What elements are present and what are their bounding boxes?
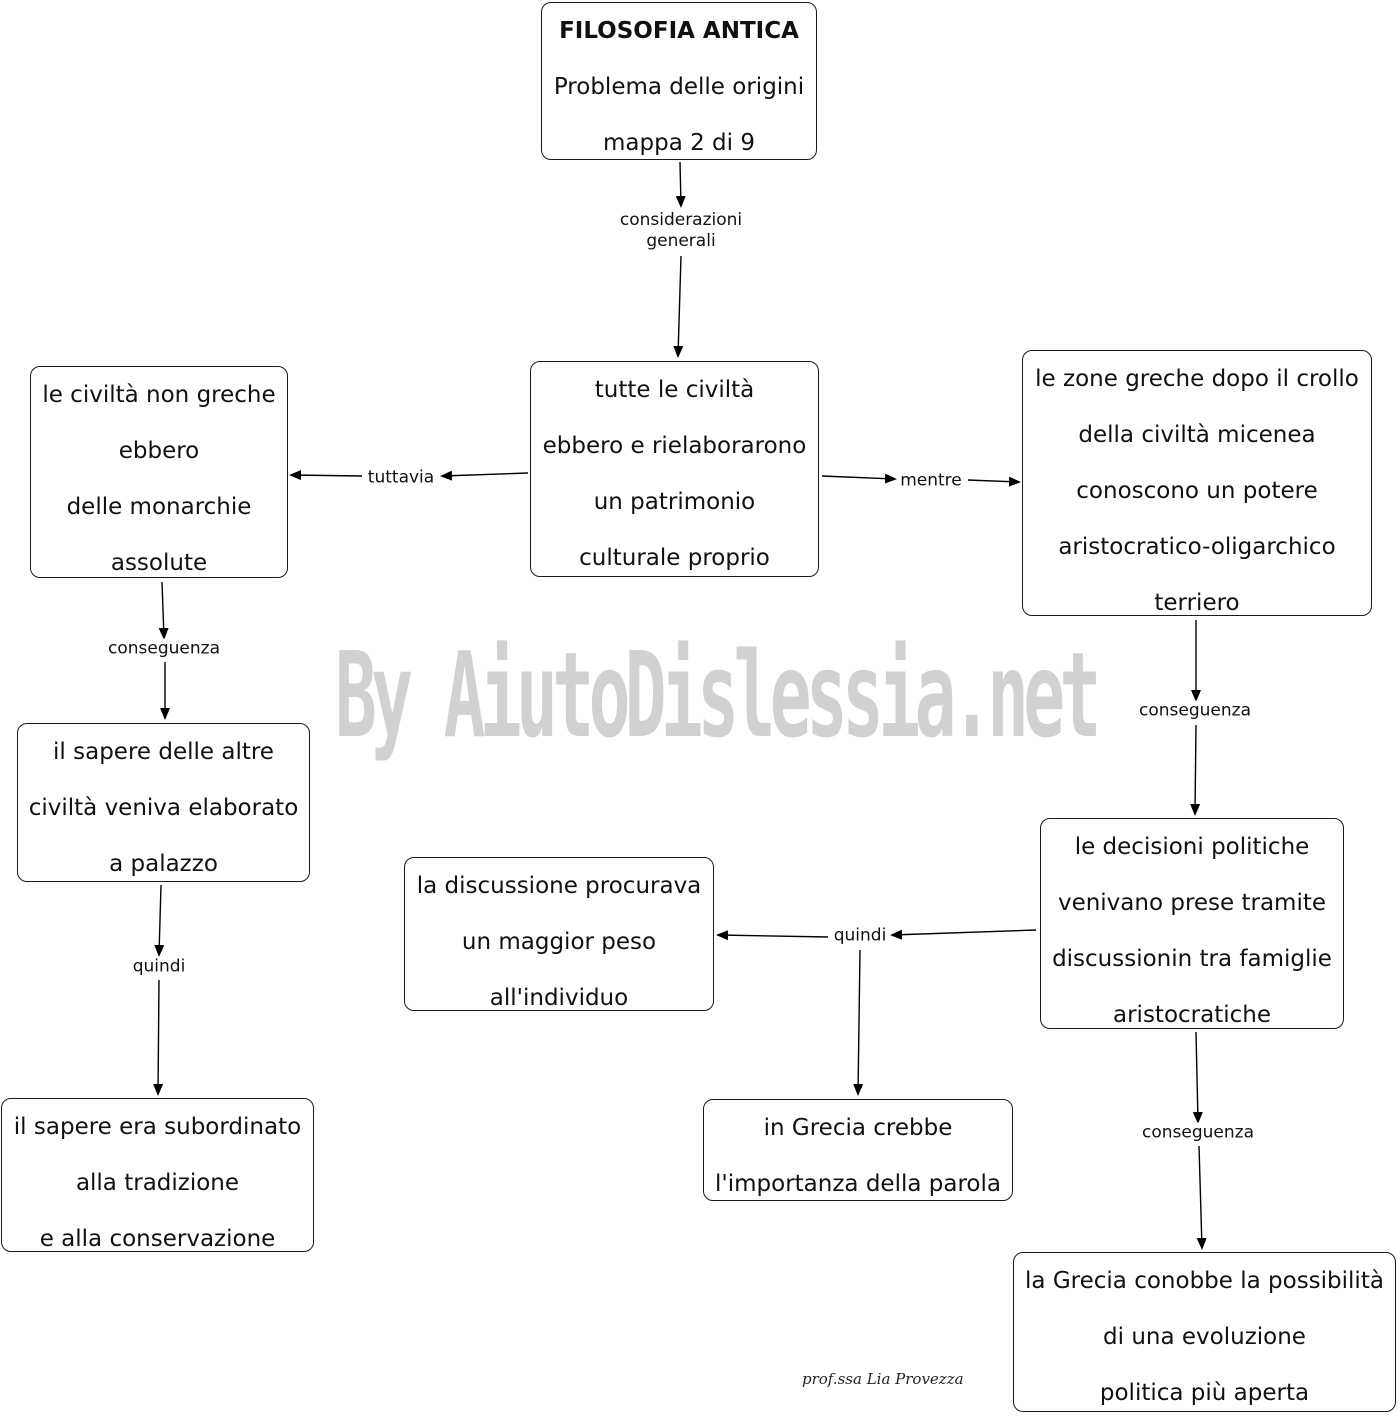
node-line: alla tradizione: [75, 1170, 240, 1196]
edge-label-to-tutte: [673, 255, 684, 358]
edge-tuttavia-to-nongreche: [289, 470, 363, 481]
node-line: venivano prese tramite: [1057, 890, 1327, 916]
node-line: di una evoluzione: [1103, 1324, 1306, 1350]
edge-quindi-to-discussione: [716, 930, 829, 941]
edge-label-conseguenza-left: conseguenza: [108, 638, 220, 660]
edge-quindi-to-parola: [853, 949, 864, 1096]
edge-label-considerazioni: considerazioni generali: [619, 210, 743, 252]
edge-label-line: considerazioni: [619, 210, 743, 230]
node-line: un patrimonio: [593, 489, 756, 515]
node-title-line: mappa 2 di 9: [603, 130, 755, 156]
node-line: discussionin tra famiglie: [1052, 946, 1332, 972]
node-zone-greche: le zone greche dopo il crollo della civi…: [1022, 350, 1372, 616]
node-line: il sapere era subordinato: [13, 1114, 302, 1140]
edge-label-line: conseguenza: [108, 638, 220, 659]
node-line: ebbero: [118, 438, 200, 464]
node-line: culturale proprio: [579, 545, 770, 571]
edge-quindi-to-subordinato: [153, 979, 164, 1096]
edge-label-quindi-center: quindi: [833, 925, 887, 947]
node-title: FILOSOFIA ANTICA Problema delle origini …: [541, 2, 817, 160]
author-signature: prof.ssa Lia Provezza: [802, 1370, 964, 1388]
node-line: la Grecia conobbe la possibilità: [1025, 1268, 1384, 1294]
node-line: il sapere delle altre: [53, 739, 274, 765]
node-sapere-altre-civilta: il sapere delle altre civiltà veniva ela…: [17, 723, 310, 882]
node-line: ebbero e rielaborarono: [542, 433, 807, 459]
node-line: un maggior peso: [461, 929, 657, 955]
node-line: la discussione procurava: [416, 873, 702, 899]
node-line: assolute: [110, 550, 208, 576]
edge-label-line: quindi: [132, 956, 186, 977]
node-title-line: FILOSOFIA ANTICA: [559, 18, 799, 44]
node-line: tutte le civiltà: [594, 377, 755, 403]
edge-label-conseguenza-bottom: conseguenza: [1142, 1122, 1254, 1144]
edge-label-mentre: mentre: [900, 470, 962, 492]
node-line: le civiltà non greche: [42, 382, 276, 408]
edge-mentre-to-zone: [967, 476, 1021, 487]
node-decisioni-politiche: le decisioni politiche venivano prese tr…: [1040, 818, 1344, 1029]
edge-label-line: mentre: [900, 470, 962, 491]
edge-tutte-to-tuttavia: [440, 470, 529, 481]
node-tutte-le-civilta: tutte le civiltà ebbero e rielaborarono …: [530, 361, 819, 577]
node-civilta-non-greche: le civiltà non greche ebbero delle monar…: [30, 366, 288, 578]
node-line: aristocratiche: [1113, 1002, 1271, 1028]
node-line: le decisioni politiche: [1074, 834, 1310, 860]
node-discussione: la discussione procurava un maggior peso…: [404, 857, 714, 1011]
node-sapere-subordinato: il sapere era subordinato alla tradizion…: [1, 1098, 314, 1252]
edge-nongreche-to-conseguenza: [158, 581, 169, 640]
node-line: conoscono un potere: [1076, 478, 1318, 504]
node-line: delle monarchie: [66, 494, 252, 520]
edge-label-line: tuttavia: [367, 467, 435, 488]
edge-label-tuttavia: tuttavia: [367, 467, 435, 489]
node-line: della civiltà micenea: [1078, 422, 1316, 448]
edge-tutte-to-mentre: [821, 473, 897, 484]
node-line: in Grecia crebbe: [763, 1115, 953, 1141]
node-line: l'importanza della parola: [715, 1171, 1001, 1197]
edge-decisioni-to-conseguenza: [1192, 1031, 1203, 1124]
edge-label-conseguenza-right: conseguenza: [1139, 700, 1251, 722]
edge-label-line: quindi: [833, 925, 887, 946]
node-title-line: Problema delle origini: [553, 74, 805, 100]
edge-title-to-label: [675, 161, 686, 208]
watermark: By AiutoDislessia.net: [335, 628, 1101, 765]
node-line: e alla conservazione: [39, 1226, 276, 1252]
node-line: le zone greche dopo il crollo: [1035, 366, 1359, 392]
edge-conseguenza-to-decisioni: [1190, 724, 1201, 816]
node-importanza-parola: in Grecia crebbe l'importanza della paro…: [703, 1099, 1013, 1201]
node-line: aristocratico-oligarchico: [1058, 534, 1336, 560]
node-line: civiltà veniva elaborato: [28, 795, 299, 821]
node-line: terriero: [1154, 590, 1240, 616]
edge-decisioni-to-quindi: [890, 929, 1037, 940]
edge-label-line: generali: [646, 231, 716, 251]
node-line: a palazzo: [109, 851, 218, 877]
edge-sapere-to-quindi: [154, 884, 165, 957]
node-line: all'individuo: [489, 985, 629, 1011]
node-line: politica più aperta: [1099, 1380, 1310, 1406]
edge-label-line: conseguenza: [1139, 700, 1251, 721]
node-evoluzione-politica: la Grecia conobbe la possibilità di una …: [1013, 1252, 1396, 1412]
edge-label-quindi-left: quindi: [132, 956, 186, 978]
edge-label-line: conseguenza: [1142, 1122, 1254, 1143]
edge-conseguenza-to-evoluzione: [1196, 1145, 1207, 1250]
